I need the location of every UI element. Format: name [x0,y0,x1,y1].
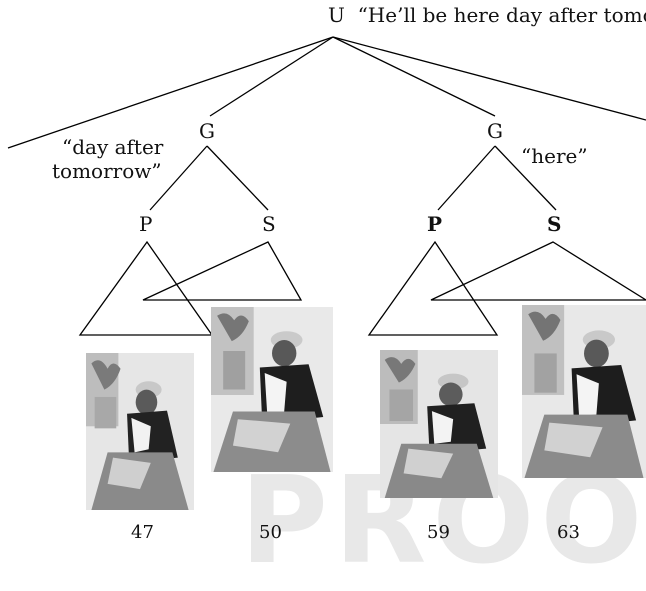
tree-diagram: PROOFS U “He’ll be here day aft [7,4,646,591]
tree-lines [7,36,646,336]
right-s-node: S [547,212,562,236]
edge-u-far-left [7,36,334,149]
right-g-quote: “here” [521,144,588,168]
right-s-triangle [430,241,646,301]
left-g-quote-line2: tomorrow” [52,159,162,183]
video-frame-4 [522,305,646,478]
left-s-triangle [142,241,303,301]
frame-number-63: 63 [557,522,580,543]
left-g-quote-line1: “day after [62,135,164,159]
edge-right-g-s [494,145,557,211]
right-p-triangle [367,240,499,336]
right-p-node: P [427,212,443,236]
frame-number-47: 47 [131,522,154,543]
video-frame-1 [86,353,194,510]
edge-left-g-s [206,145,269,211]
frame-number-50: 50 [259,522,282,543]
edge-u-right-g [332,36,496,117]
frame-number-59: 59 [427,522,450,543]
edge-left-g-p [149,145,208,211]
root-node: U [328,3,345,27]
right-g-node: G [487,119,503,143]
root-label: U “He’ll be here day after tomorr [328,4,646,26]
left-g-node: G [199,119,215,143]
person-sitting-image [522,305,646,478]
edge-u-left-g [209,36,334,117]
video-frame-2 [211,307,333,472]
person-sitting-image [211,307,333,472]
edge-u-far-right [332,36,646,121]
edge-right-g-p [437,145,496,211]
person-sitting-image [86,353,194,510]
person-sitting-image [380,350,498,498]
left-p-node: P [139,212,153,236]
left-s-node: S [262,212,276,236]
video-frame-3 [380,350,498,498]
left-p-triangle [78,240,214,336]
root-quote: “He’ll be here day after tomorr [357,3,646,27]
